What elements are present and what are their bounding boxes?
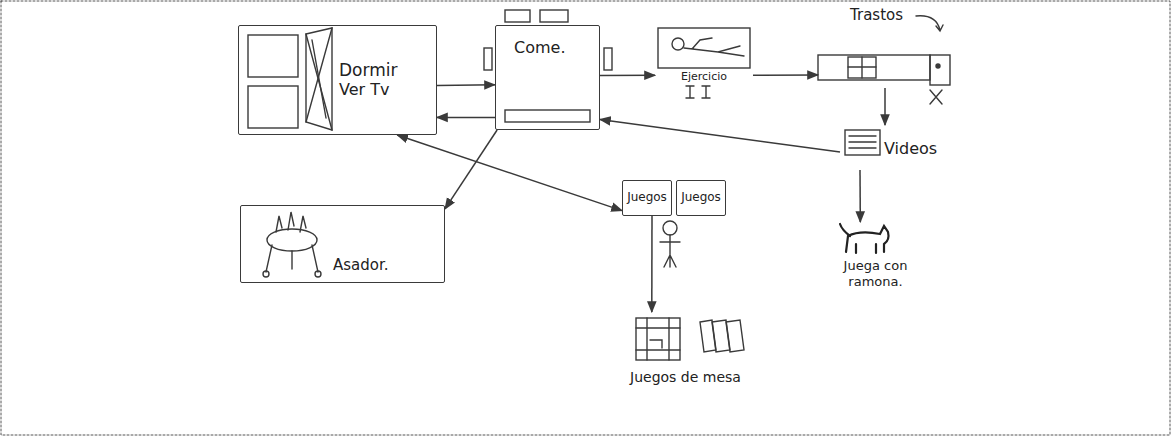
video-tv: Videos: [840, 125, 965, 170]
games-box: Juegos: [676, 180, 726, 216]
sketch-label: Ver Tv: [339, 80, 389, 99]
flow-arrow: [600, 120, 840, 153]
dining-table-box: Come.: [495, 25, 600, 130]
sketch-label: Juegos: [681, 190, 721, 204]
flow-arrow: [884, 88, 886, 125]
sketch-label: Videos: [884, 139, 937, 158]
sketch-label: Juega con ramona.: [830, 258, 921, 289]
sketch-label: Juegos: [627, 190, 667, 204]
sketch-label: Ejercicio: [681, 70, 727, 83]
sketch-label: Come.: [514, 38, 565, 57]
board-games-figure: Juegos de mesa: [618, 312, 753, 400]
flow-arrow: [437, 84, 495, 86]
cat-figure: Juega con ramona.: [828, 222, 923, 307]
exercise-box: Ejercicio: [655, 25, 753, 100]
games-box: Juegos: [622, 180, 672, 216]
bedroom-box: DormirVer Tv: [238, 25, 437, 135]
grill-box: Asador.: [240, 205, 445, 283]
sketch-label: Dormir: [339, 60, 397, 80]
flow-arrow: [437, 117, 495, 119]
sketch-label: Trastos: [850, 6, 903, 24]
flow-arrow: [651, 216, 653, 312]
flow-arrow: [397, 135, 622, 211]
storage-shelf: Trastos: [818, 6, 952, 88]
flow-arrow: [445, 130, 497, 209]
sketch-label: Asador.: [333, 256, 389, 274]
flow-arrow: [753, 74, 818, 76]
flow-arrow: [600, 75, 655, 77]
sketch-label: Juegos de mesa: [630, 369, 741, 386]
flow-arrow: [859, 170, 861, 222]
